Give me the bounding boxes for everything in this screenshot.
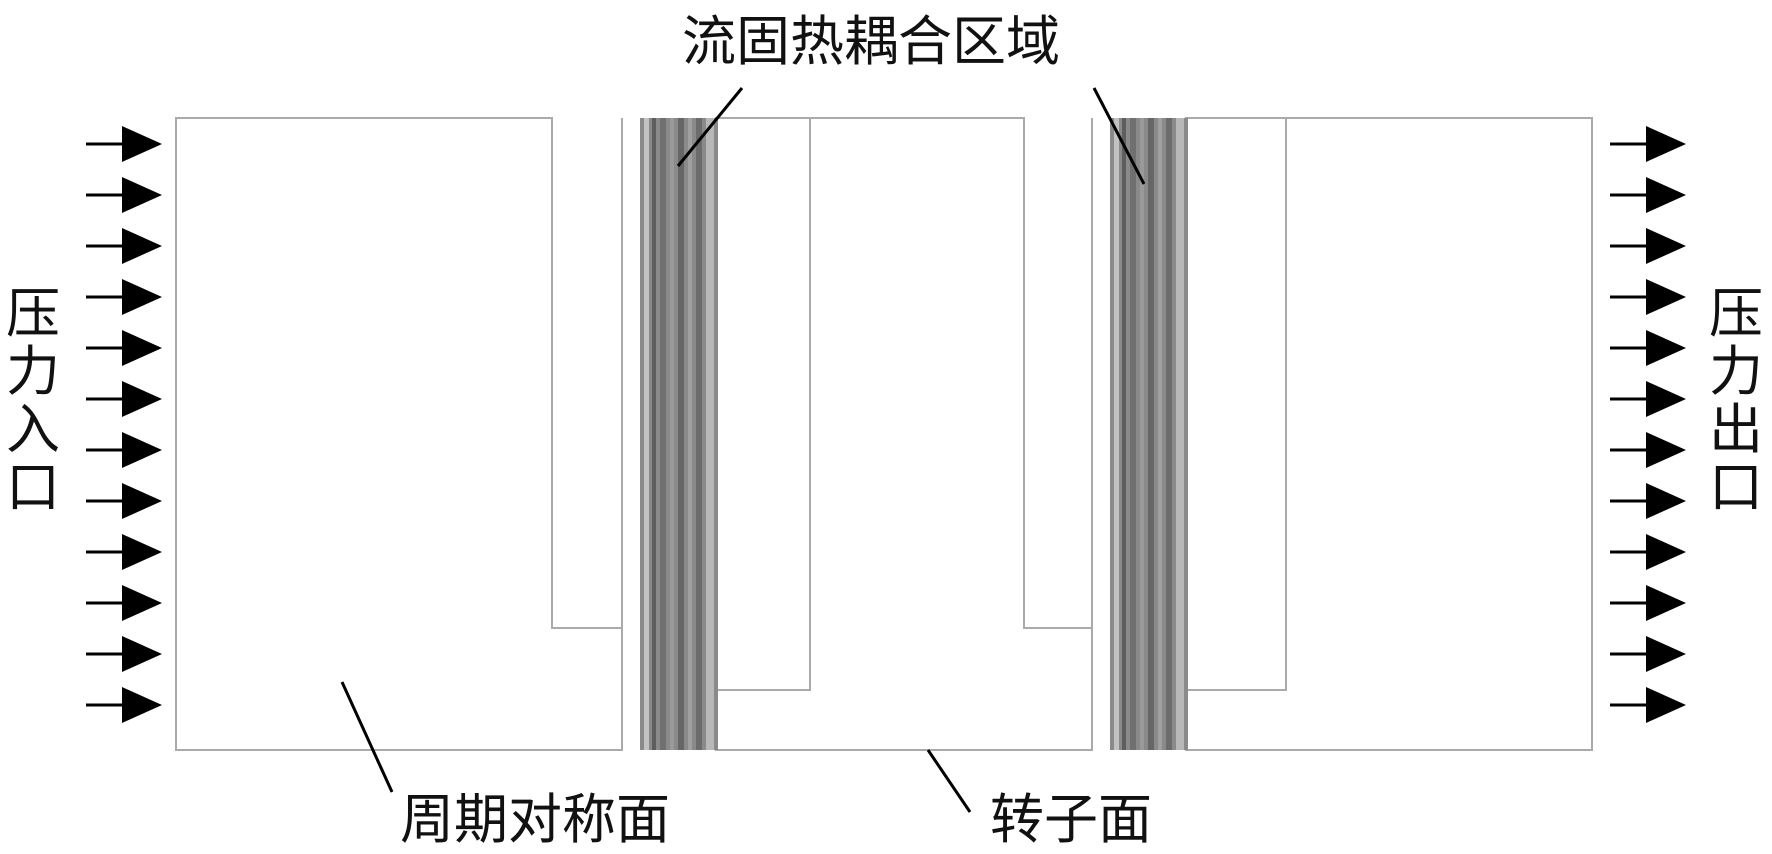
inlet-arrow: [86, 228, 162, 264]
outlet-label-char: 口: [1709, 456, 1763, 519]
leader-line-coupling-left: [676, 87, 744, 167]
fluid-domain-outline: [175, 117, 1593, 751]
periodic-symmetry-label: 周期对称面: [400, 788, 670, 851]
outlet-arrow: [1610, 330, 1686, 366]
outlet-arrow: [1610, 483, 1686, 519]
inlet-arrow: [86, 126, 162, 162]
outlet-label-char: 压: [1709, 282, 1763, 345]
leader-line-coupling-right: [1092, 87, 1146, 185]
inlet-arrow: [86, 381, 162, 417]
rotor-surface-label: 转子面: [990, 788, 1152, 851]
outlet-arrow: [1610, 126, 1686, 162]
inlet-label-char: 压: [6, 282, 60, 345]
coupling-region-label: 流固热耦合区域: [682, 10, 1060, 73]
inlet-label-char: 力: [6, 340, 60, 403]
inlet-arrow: [86, 330, 162, 366]
coupling-blade-right: [1110, 118, 1188, 750]
outlet-label: 压 力 出 口: [1706, 285, 1766, 517]
inlet-arrow: [86, 636, 162, 672]
outlet-arrow: [1610, 585, 1686, 621]
inlet-arrows: [86, 126, 162, 723]
outlet-label-char: 力: [1709, 340, 1763, 403]
outlet-arrow: [1610, 177, 1686, 213]
inlet-arrow: [86, 483, 162, 519]
outlet-arrow: [1610, 687, 1686, 723]
outlet-arrow: [1610, 279, 1686, 315]
outlet-arrow: [1610, 381, 1686, 417]
inlet-label-char: 口: [6, 456, 60, 519]
coupling-blade-left: [640, 118, 718, 750]
inlet-arrow: [86, 687, 162, 723]
inlet-label-char: 入: [6, 398, 60, 461]
outlet-arrow: [1610, 432, 1686, 468]
outlet-label-char: 出: [1709, 398, 1763, 461]
leader-line-rotor: [926, 749, 972, 813]
inlet-label: 压 力 入 口: [3, 285, 63, 517]
inlet-arrow: [86, 432, 162, 468]
outlet-arrow: [1610, 534, 1686, 570]
outlet-arrow: [1610, 228, 1686, 264]
inlet-arrow: [86, 585, 162, 621]
inlet-arrow: [86, 279, 162, 315]
outlet-arrows: [1610, 126, 1686, 723]
outlet-arrow: [1610, 636, 1686, 672]
inlet-arrow: [86, 534, 162, 570]
leader-line-periodic: [340, 681, 394, 793]
inlet-arrow: [86, 177, 162, 213]
